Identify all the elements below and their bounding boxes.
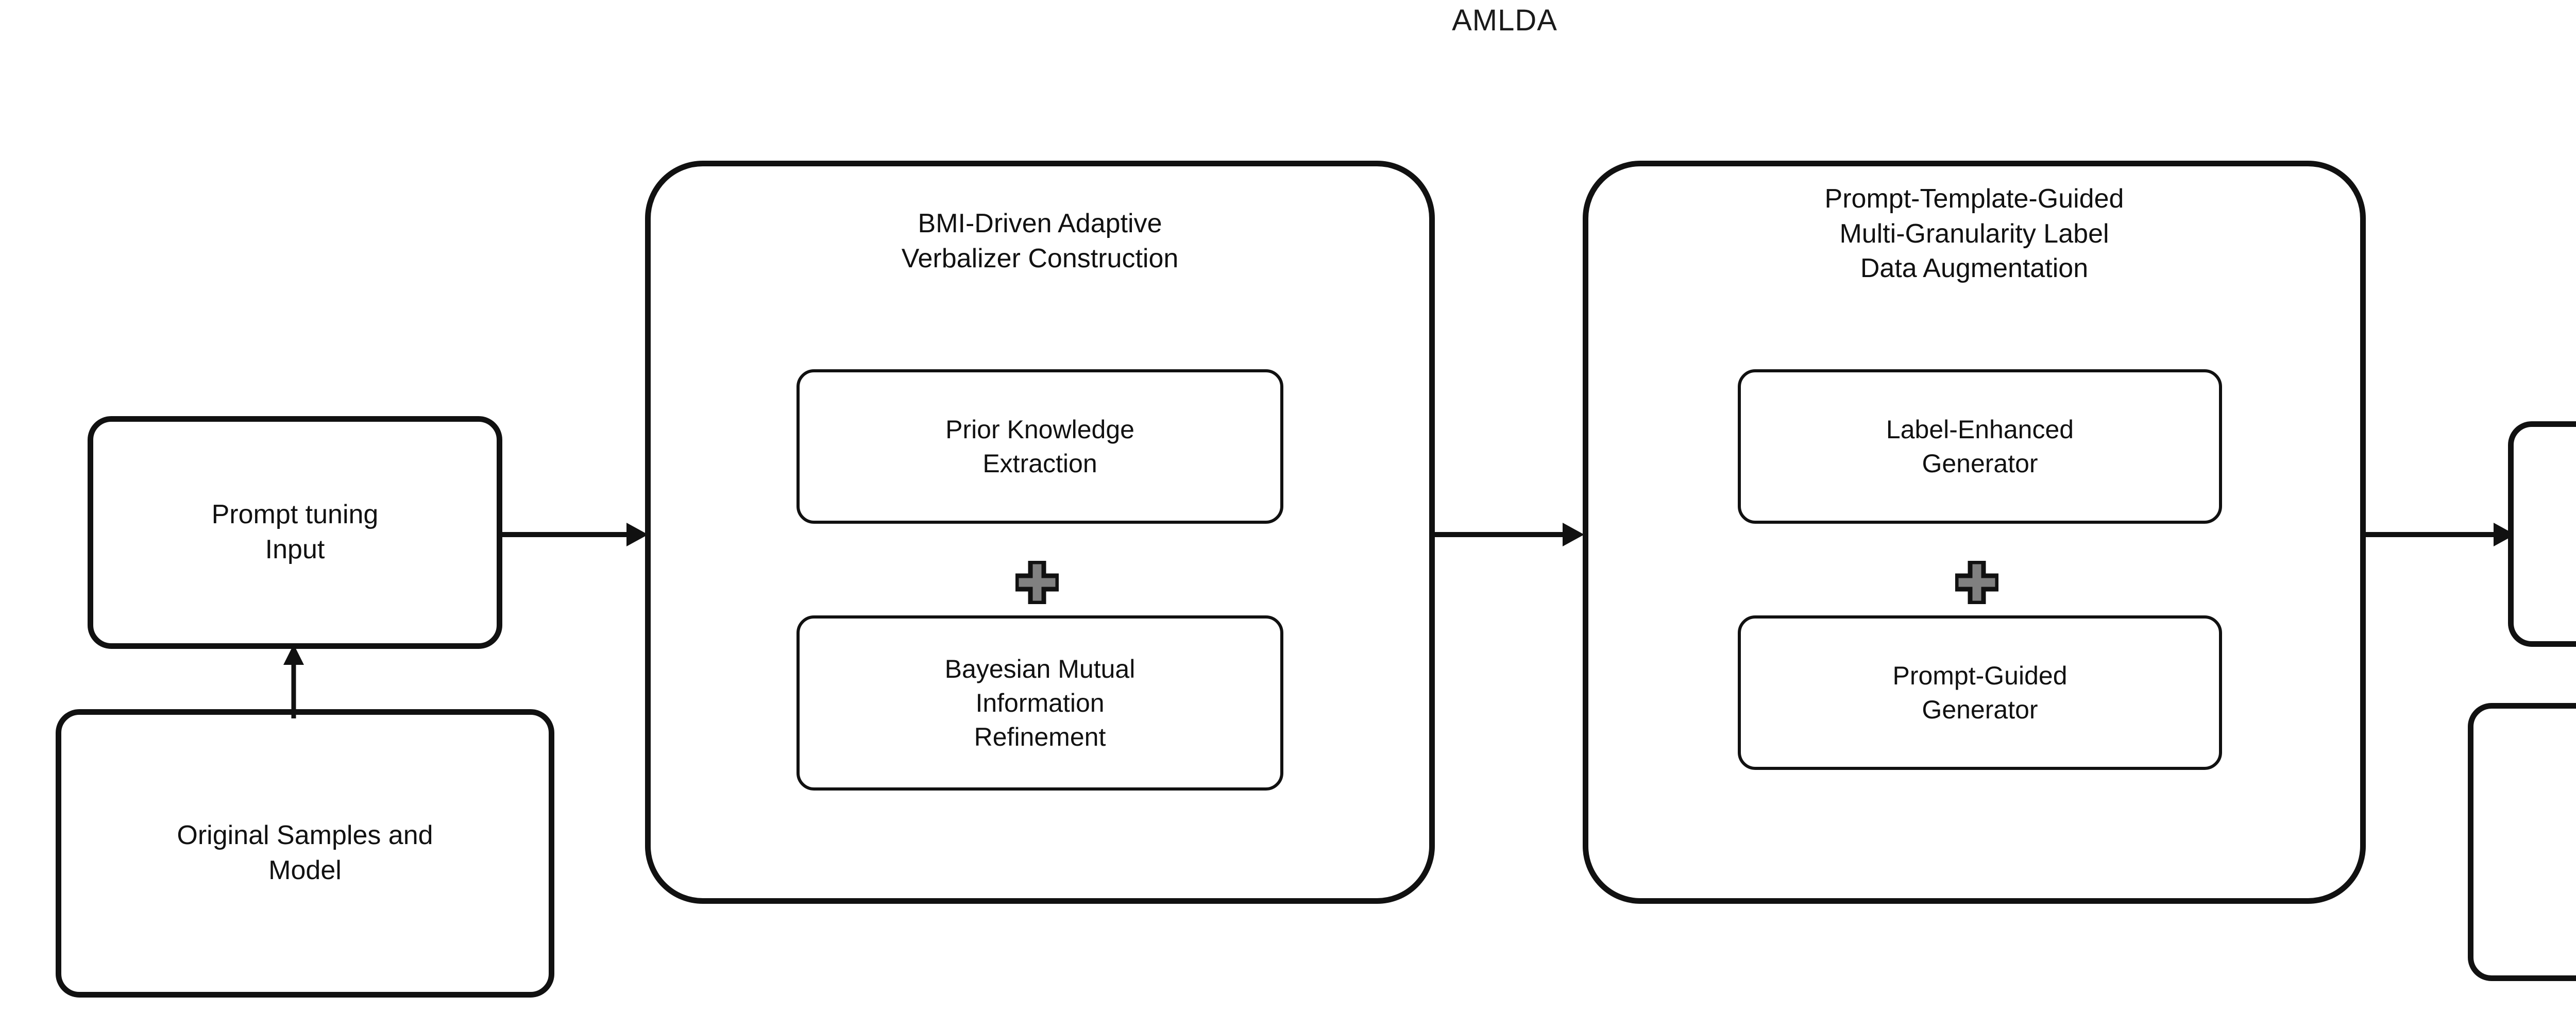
plus-icon <box>1955 561 1998 604</box>
connector-prompt-template-group-to-difficulty-aware <box>2365 523 2515 546</box>
group-bmi-driven-adaptive-verbalizer-construction[interactable]: BMI-Driven Adaptive Verbalizer Construct… <box>645 161 1435 904</box>
subnode-label: Label-Enhanced Generator <box>1886 415 2074 478</box>
connector-original-to-prompt-tuning <box>283 644 304 718</box>
group-title: Prompt-Template-Guided Multi-Granularity… <box>1824 184 2124 284</box>
subnode-label: Prompt-Guided Generator <box>1892 661 2067 724</box>
connector-bmi-group-to-prompt-template-group <box>1434 523 1584 546</box>
page-title: AMLDA <box>1452 4 1557 37</box>
group-title: BMI-Driven Adaptive Verbalizer Construct… <box>901 209 1179 273</box>
node-difficulty-aware-adversarial-training[interactable]: Difficulty-Aware Adversarial Training <box>2508 421 2576 647</box>
subnode-prior-knowledge-extraction[interactable]: Prior Knowledge Extraction <box>796 369 1283 524</box>
subnode-label-enhanced-generator[interactable]: Label-Enhanced Generator <box>1738 369 2222 524</box>
subnode-bayesian-mutual-information-refinement[interactable]: Bayesian Mutual Information Refinement <box>796 615 1283 791</box>
subnode-label: Bayesian Mutual Information Refinement <box>944 655 1136 751</box>
plus-icon <box>1015 561 1059 604</box>
group-prompt-template-guided-multi-granularity-label-data-augmentation[interactable]: Prompt-Template-Guided Multi-Granularity… <box>1583 161 2366 904</box>
connector-prompt-tuning-to-bmi-group <box>498 523 648 546</box>
node-prompt-tuning-input[interactable]: Prompt tuning Input <box>88 416 502 649</box>
subnode-prompt-guided-generator[interactable]: Prompt-Guided Generator <box>1738 615 2222 770</box>
node-label: Prompt tuning Input <box>211 500 379 564</box>
subnode-label: Prior Knowledge Extraction <box>945 415 1134 478</box>
node-semantic-coherence-samples-and-enhanced-model[interactable]: Semantic Coherence Samples and Enhanced … <box>2468 703 2576 981</box>
node-label: Original Samples and Model <box>177 820 433 885</box>
node-original-samples-and-model[interactable]: Original Samples and Model <box>56 709 554 998</box>
